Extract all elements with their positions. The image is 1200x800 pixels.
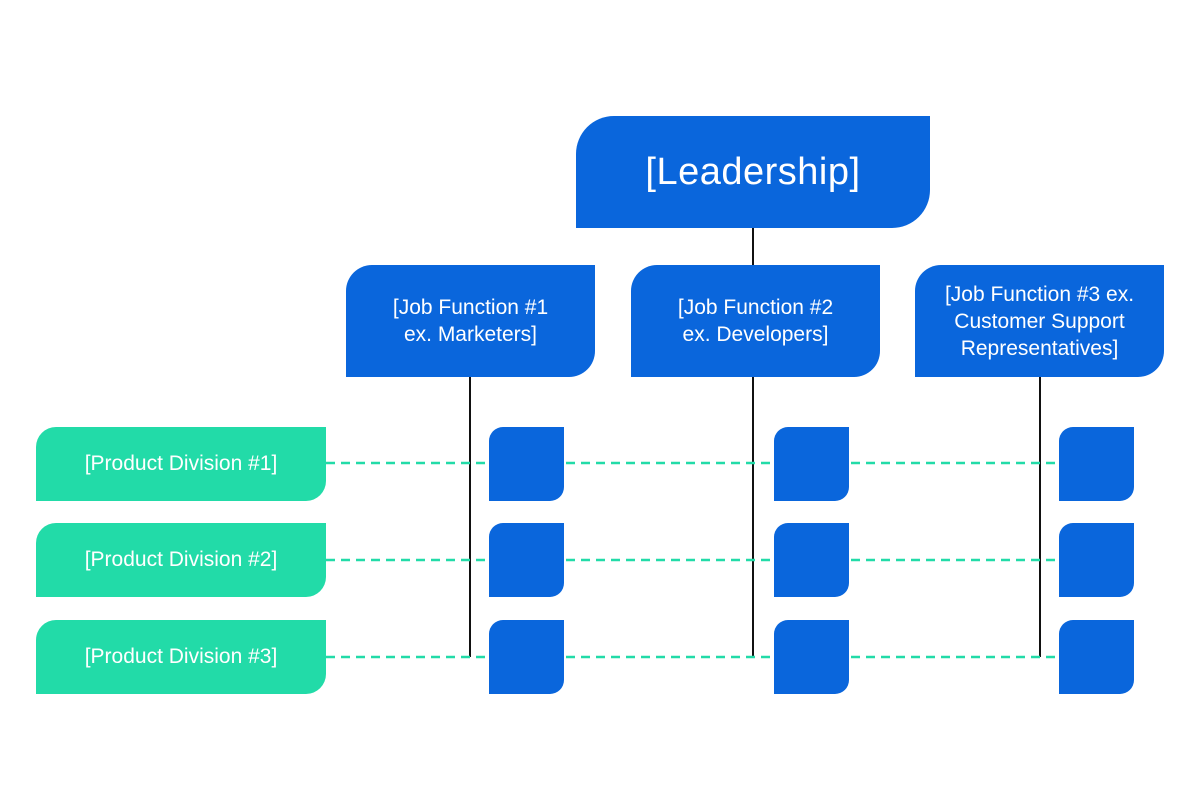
matrix-cell-division-1-function-3	[1059, 427, 1134, 501]
leadership-label: [Leadership]	[645, 150, 861, 193]
job-function-1-node: [Job Function #1 ex. Marketers]	[346, 265, 595, 377]
job-function-3-label: [Job Function #3 ex. Customer Support Re…	[944, 282, 1135, 360]
product-division-3-node: [Product Division #3]	[36, 620, 326, 694]
matrix-cell-division-2-function-1	[489, 523, 564, 597]
product-division-2-label: [Product Division #2]	[84, 548, 278, 571]
matrix-cell-division-1-function-1	[489, 427, 564, 501]
product-division-3-label: [Product Division #3]	[84, 645, 278, 668]
job-function-2-label: [Job Function #2 ex. Developers]	[677, 296, 834, 346]
leadership-node: [Leadership]	[576, 116, 930, 228]
matrix-cell-division-3-function-1	[489, 620, 564, 694]
product-division-1-node: [Product Division #1]	[36, 427, 326, 501]
job-function-1-label: [Job Function #1 ex. Marketers]	[392, 296, 549, 346]
product-division-2-node: [Product Division #2]	[36, 523, 326, 597]
job-function-2-node: [Job Function #2 ex. Developers]	[631, 265, 880, 377]
job-function-3-node: [Job Function #3 ex. Customer Support Re…	[915, 265, 1164, 377]
matrix-cell-division-2-function-3	[1059, 523, 1134, 597]
matrix-cell-division-3-function-2	[774, 620, 849, 694]
matrix-cell-division-1-function-2	[774, 427, 849, 501]
product-division-1-label: [Product Division #1]	[84, 452, 278, 475]
matrix-cell-division-3-function-3	[1059, 620, 1134, 694]
matrix-cell-division-2-function-2	[774, 523, 849, 597]
